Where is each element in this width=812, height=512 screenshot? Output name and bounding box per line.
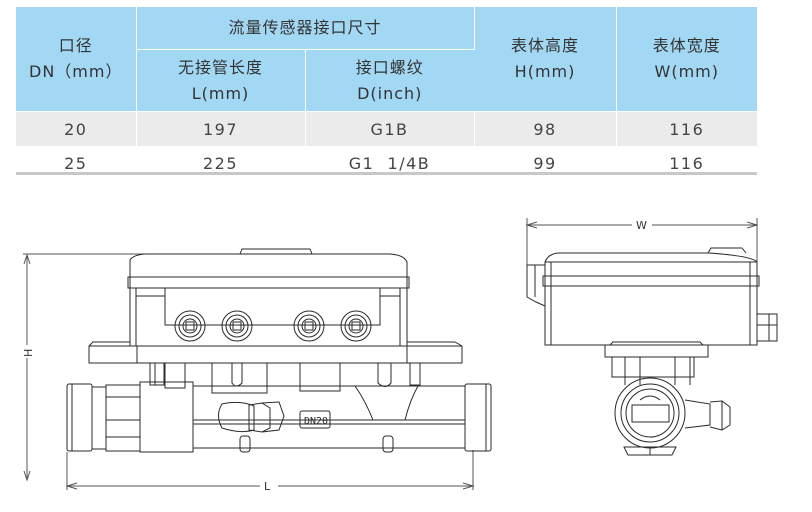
side-housing	[526, 247, 778, 346]
cell-width: 116	[616, 111, 758, 146]
pipe-body	[66, 381, 492, 453]
header-row-sub: 无接管长度 L(mm) 接口螺纹 D(inch)	[16, 49, 757, 112]
header-diameter: 口径 DN（mm）	[16, 7, 137, 112]
cell-height: 98	[474, 111, 617, 146]
side-view: W	[525, 218, 778, 456]
header-thread-cn: 接口螺纹	[355, 57, 424, 77]
gland-icon	[340, 310, 372, 342]
header-row-top: 口径 DN（mm） 流量传感器接口尺寸 表体高度 H(mm) 表体宽度 W(mm…	[16, 7, 758, 112]
gland-icon	[221, 310, 253, 342]
side-pipe-end	[614, 377, 731, 456]
housing	[127, 248, 410, 347]
header-thread: 接口螺纹 D(inch)	[305, 49, 475, 112]
header-height: 表体高度 H(mm)	[474, 7, 617, 112]
table-row: 20 197 G1B 98 116	[16, 111, 758, 146]
side-base	[604, 341, 709, 385]
cell-dn: 20	[16, 111, 137, 146]
pipe-marking: DN20	[299, 410, 331, 429]
header-length: 无接管长度 L(mm)	[136, 49, 306, 112]
header-length-unit: L(mm)	[191, 83, 250, 103]
support-posts	[149, 362, 421, 394]
pipe-marking-label: DN20	[304, 416, 328, 427]
header-thread-unit: D(inch)	[357, 83, 423, 103]
cell-height: 99	[474, 146, 617, 180]
table-bottom-rule	[16, 172, 757, 175]
header-interface-group: 流量传感器接口尺寸	[136, 7, 475, 50]
header-diameter-cn: 口径	[58, 36, 93, 55]
header-height-cn: 表体高度	[511, 36, 580, 55]
width-label: W	[636, 219, 647, 232]
length-dimension: L	[65, 450, 475, 493]
height-label: H	[22, 349, 35, 357]
cell-thread: G1B	[305, 111, 475, 146]
temperature-sensor-port	[218, 401, 285, 433]
header-width: 表体宽度 W(mm)	[616, 7, 758, 112]
height-dimension: H	[22, 253, 160, 482]
length-label: L	[264, 480, 271, 493]
header-width-unit: W(mm)	[654, 62, 719, 81]
header-width-cn: 表体宽度	[652, 36, 721, 55]
base-plate	[88, 341, 463, 364]
header-diameter-unit: DN（mm）	[29, 62, 123, 81]
width-dimension: W	[525, 218, 759, 295]
front-view: H L	[22, 248, 492, 493]
gland-icon	[293, 310, 325, 342]
cable-glands	[174, 310, 372, 342]
drain-plug	[239, 435, 394, 453]
header-height-unit: H(mm)	[514, 62, 576, 81]
cell-length: 197	[136, 111, 306, 146]
header-length-cn: 无接管长度	[177, 57, 263, 77]
gland-icon	[174, 310, 206, 342]
